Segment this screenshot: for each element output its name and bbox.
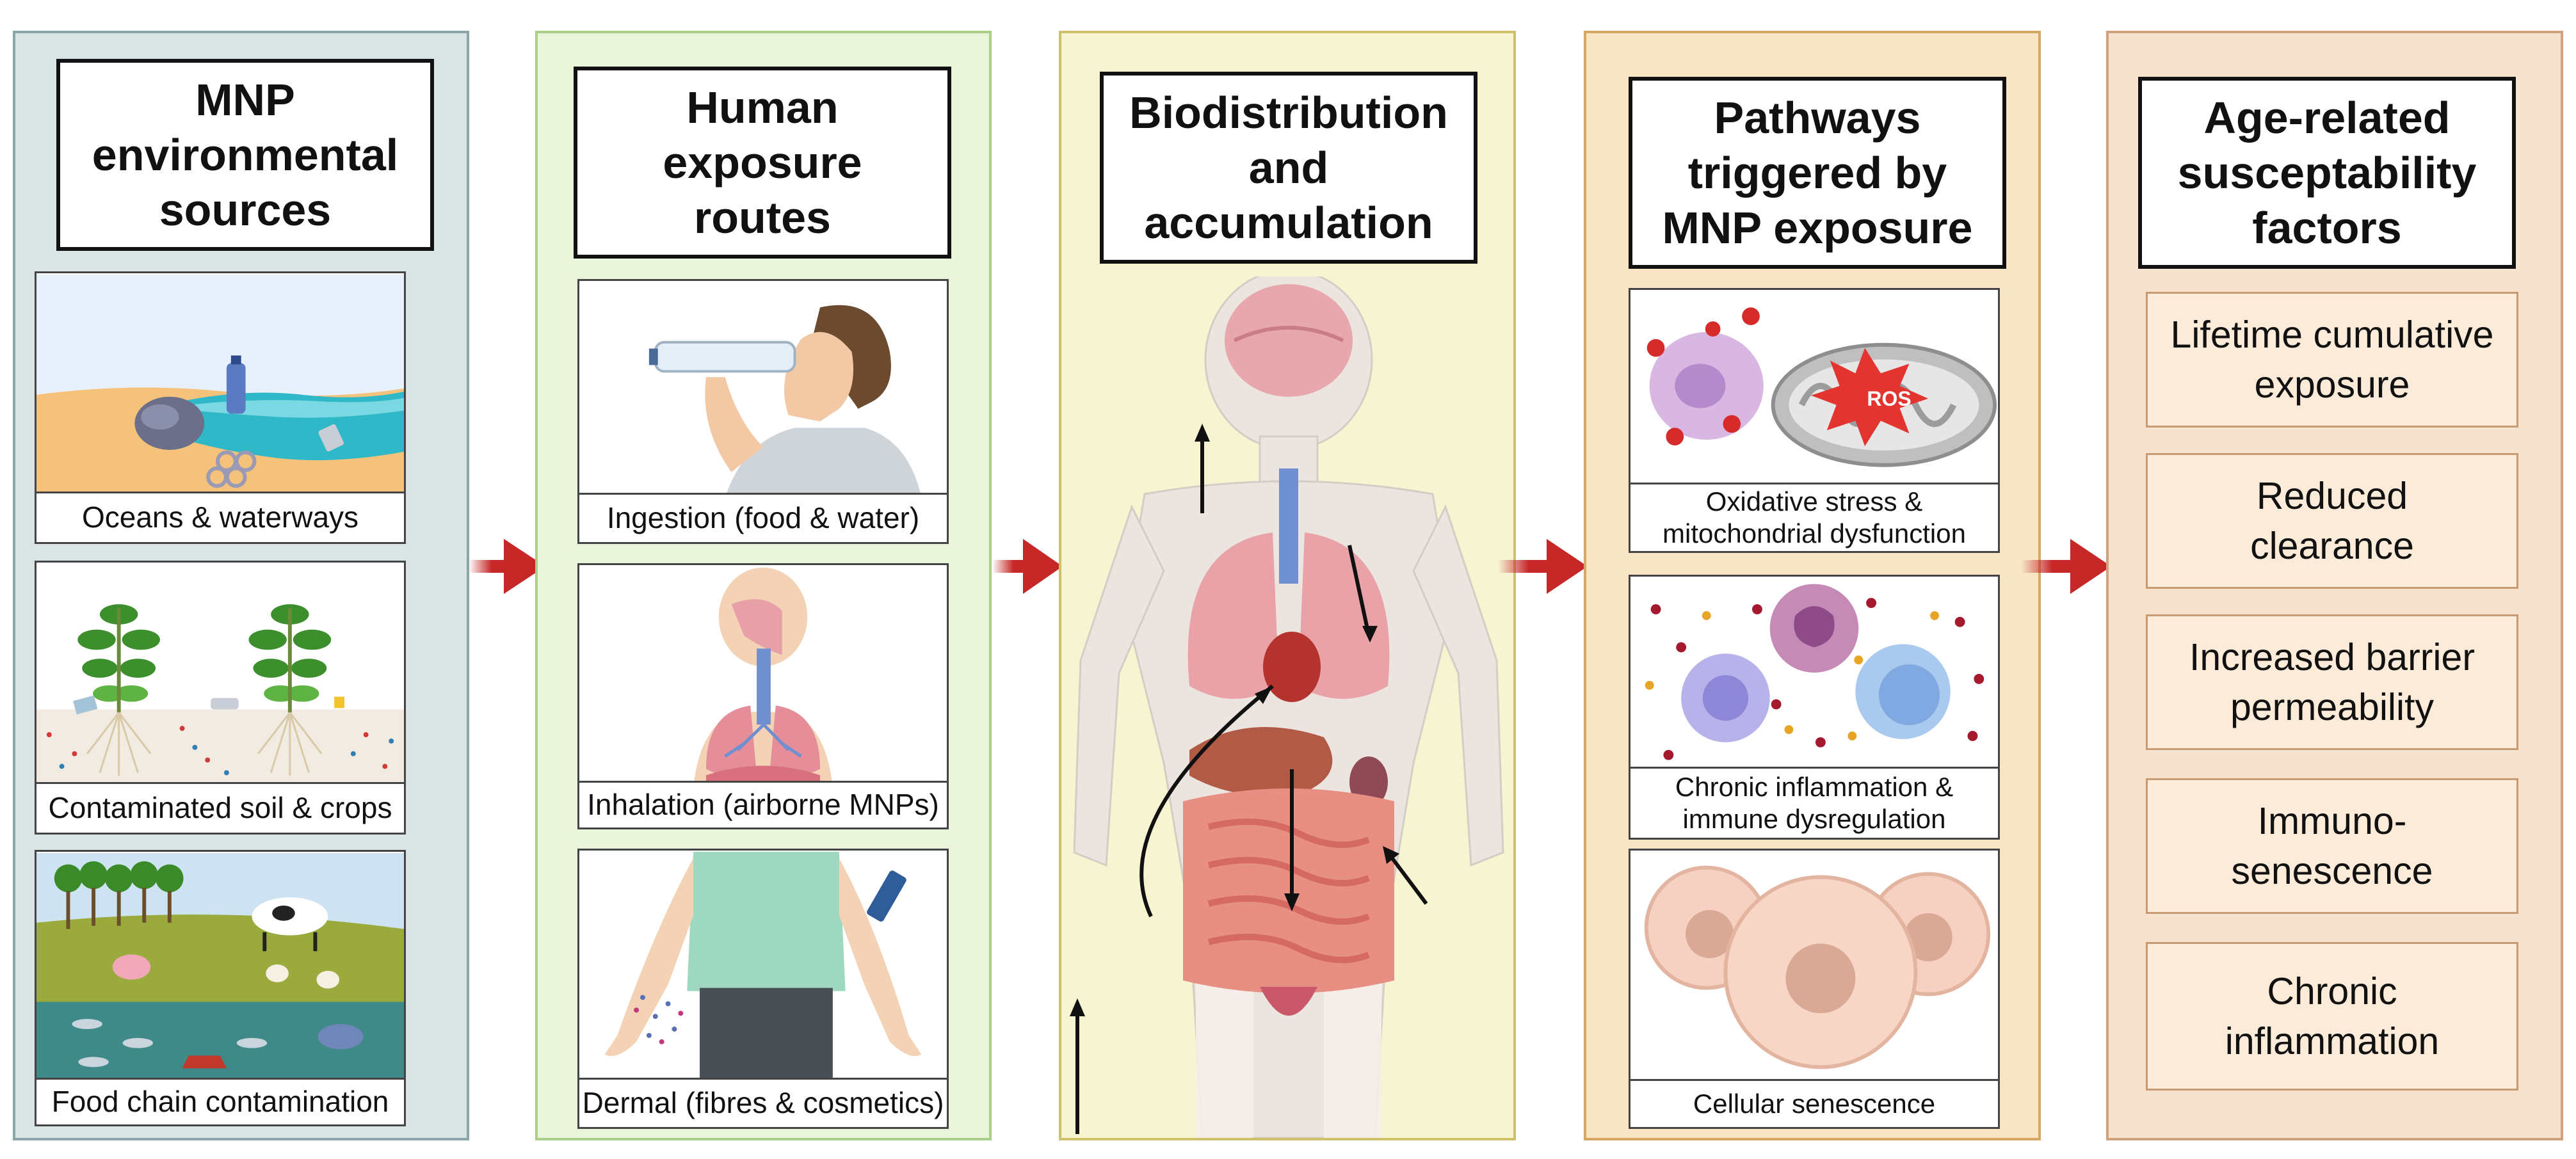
panel-exposure-routes: Human exposure routes Ingestion (food & … [535,31,992,1140]
factor-immunosenescence: Immuno- senescence [2146,778,2518,914]
respiratory-system-illustration [579,566,947,788]
card-caption: Cellular senescence [1630,1079,1998,1127]
mitochondria-ros-illustration [1630,291,1998,488]
card-oxidative-stress: ROS Oxidative stress & mitochondrial dys… [1629,288,2000,553]
card-caption: Dermal (fibres & cosmetics) [579,1078,947,1127]
factor-chronic-inflammation: Chronic inflammation [2146,942,2518,1091]
flow-arrow [992,539,1063,594]
factor-reduced-clearance: Reduced clearance [2146,453,2518,589]
senescent-cells-illustration [1630,851,1998,1087]
card-inflammation: Chronic inflammation & immune dysregulat… [1629,575,2000,840]
soil-crops-illustration [36,563,404,786]
ocean-plastic-illustration [36,274,404,497]
human-anatomy-illustration [1070,276,1504,1138]
panel-title: Pathways triggered by MNP exposure [1629,77,2006,269]
panel-pathways: Pathways triggered by MNP exposure ROS O… [1584,31,2041,1140]
immune-cells-illustration [1630,577,1998,768]
card-dermal: Dermal (fibres & cosmetics) [577,849,949,1129]
card-caption: Ingestion (food & water) [579,493,947,542]
skin-exposure-illustration [579,851,947,1087]
panel-title: Biodistribution and accumulation [1100,72,1477,264]
flow-arrow [2022,539,2111,594]
panel-title: Age-related susceptability factors [2138,77,2516,269]
card-caption: Oxidative stress & mitochondrial dysfunc… [1630,483,1998,551]
panel-susceptibility: Age-related susceptability factors Lifet… [2106,31,2563,1140]
food-chain-illustration [36,852,404,1082]
card-inhalation: Inhalation (airborne MNPs) [577,563,949,829]
panel-biodistribution: Biodistribution and accumulation [1059,31,1516,1140]
flow-arrow [1498,539,1588,594]
card-soil: Contaminated soil & crops [35,561,406,835]
card-oceans: Oceans & waterways [35,271,406,544]
drinking-person-illustration [579,282,947,498]
card-caption: Inhalation (airborne MNPs) [579,781,947,827]
card-caption: Food chain contamination [36,1078,404,1124]
card-caption: Contaminated soil & crops [36,782,404,833]
panel-title: Human exposure routes [574,67,951,259]
card-senescence: Cellular senescence [1629,849,2000,1129]
card-food-chain: Food chain contamination [35,850,406,1126]
card-caption: Chronic inflammation & immune dysregulat… [1630,767,1998,838]
panel-environmental-sources: MNP environmental sources Oceans & water… [13,31,469,1140]
panel-title: MNP environmental sources [56,59,434,251]
flow-arrow [469,539,545,594]
ros-label: ROS [1867,387,1912,410]
card-caption: Oceans & waterways [36,492,404,542]
factor-lifetime-exposure: Lifetime cumulative exposure [2146,292,2518,428]
card-ingestion: Ingestion (food & water) [577,279,949,544]
factor-barrier-permeability: Increased barrier permeability [2146,614,2518,750]
